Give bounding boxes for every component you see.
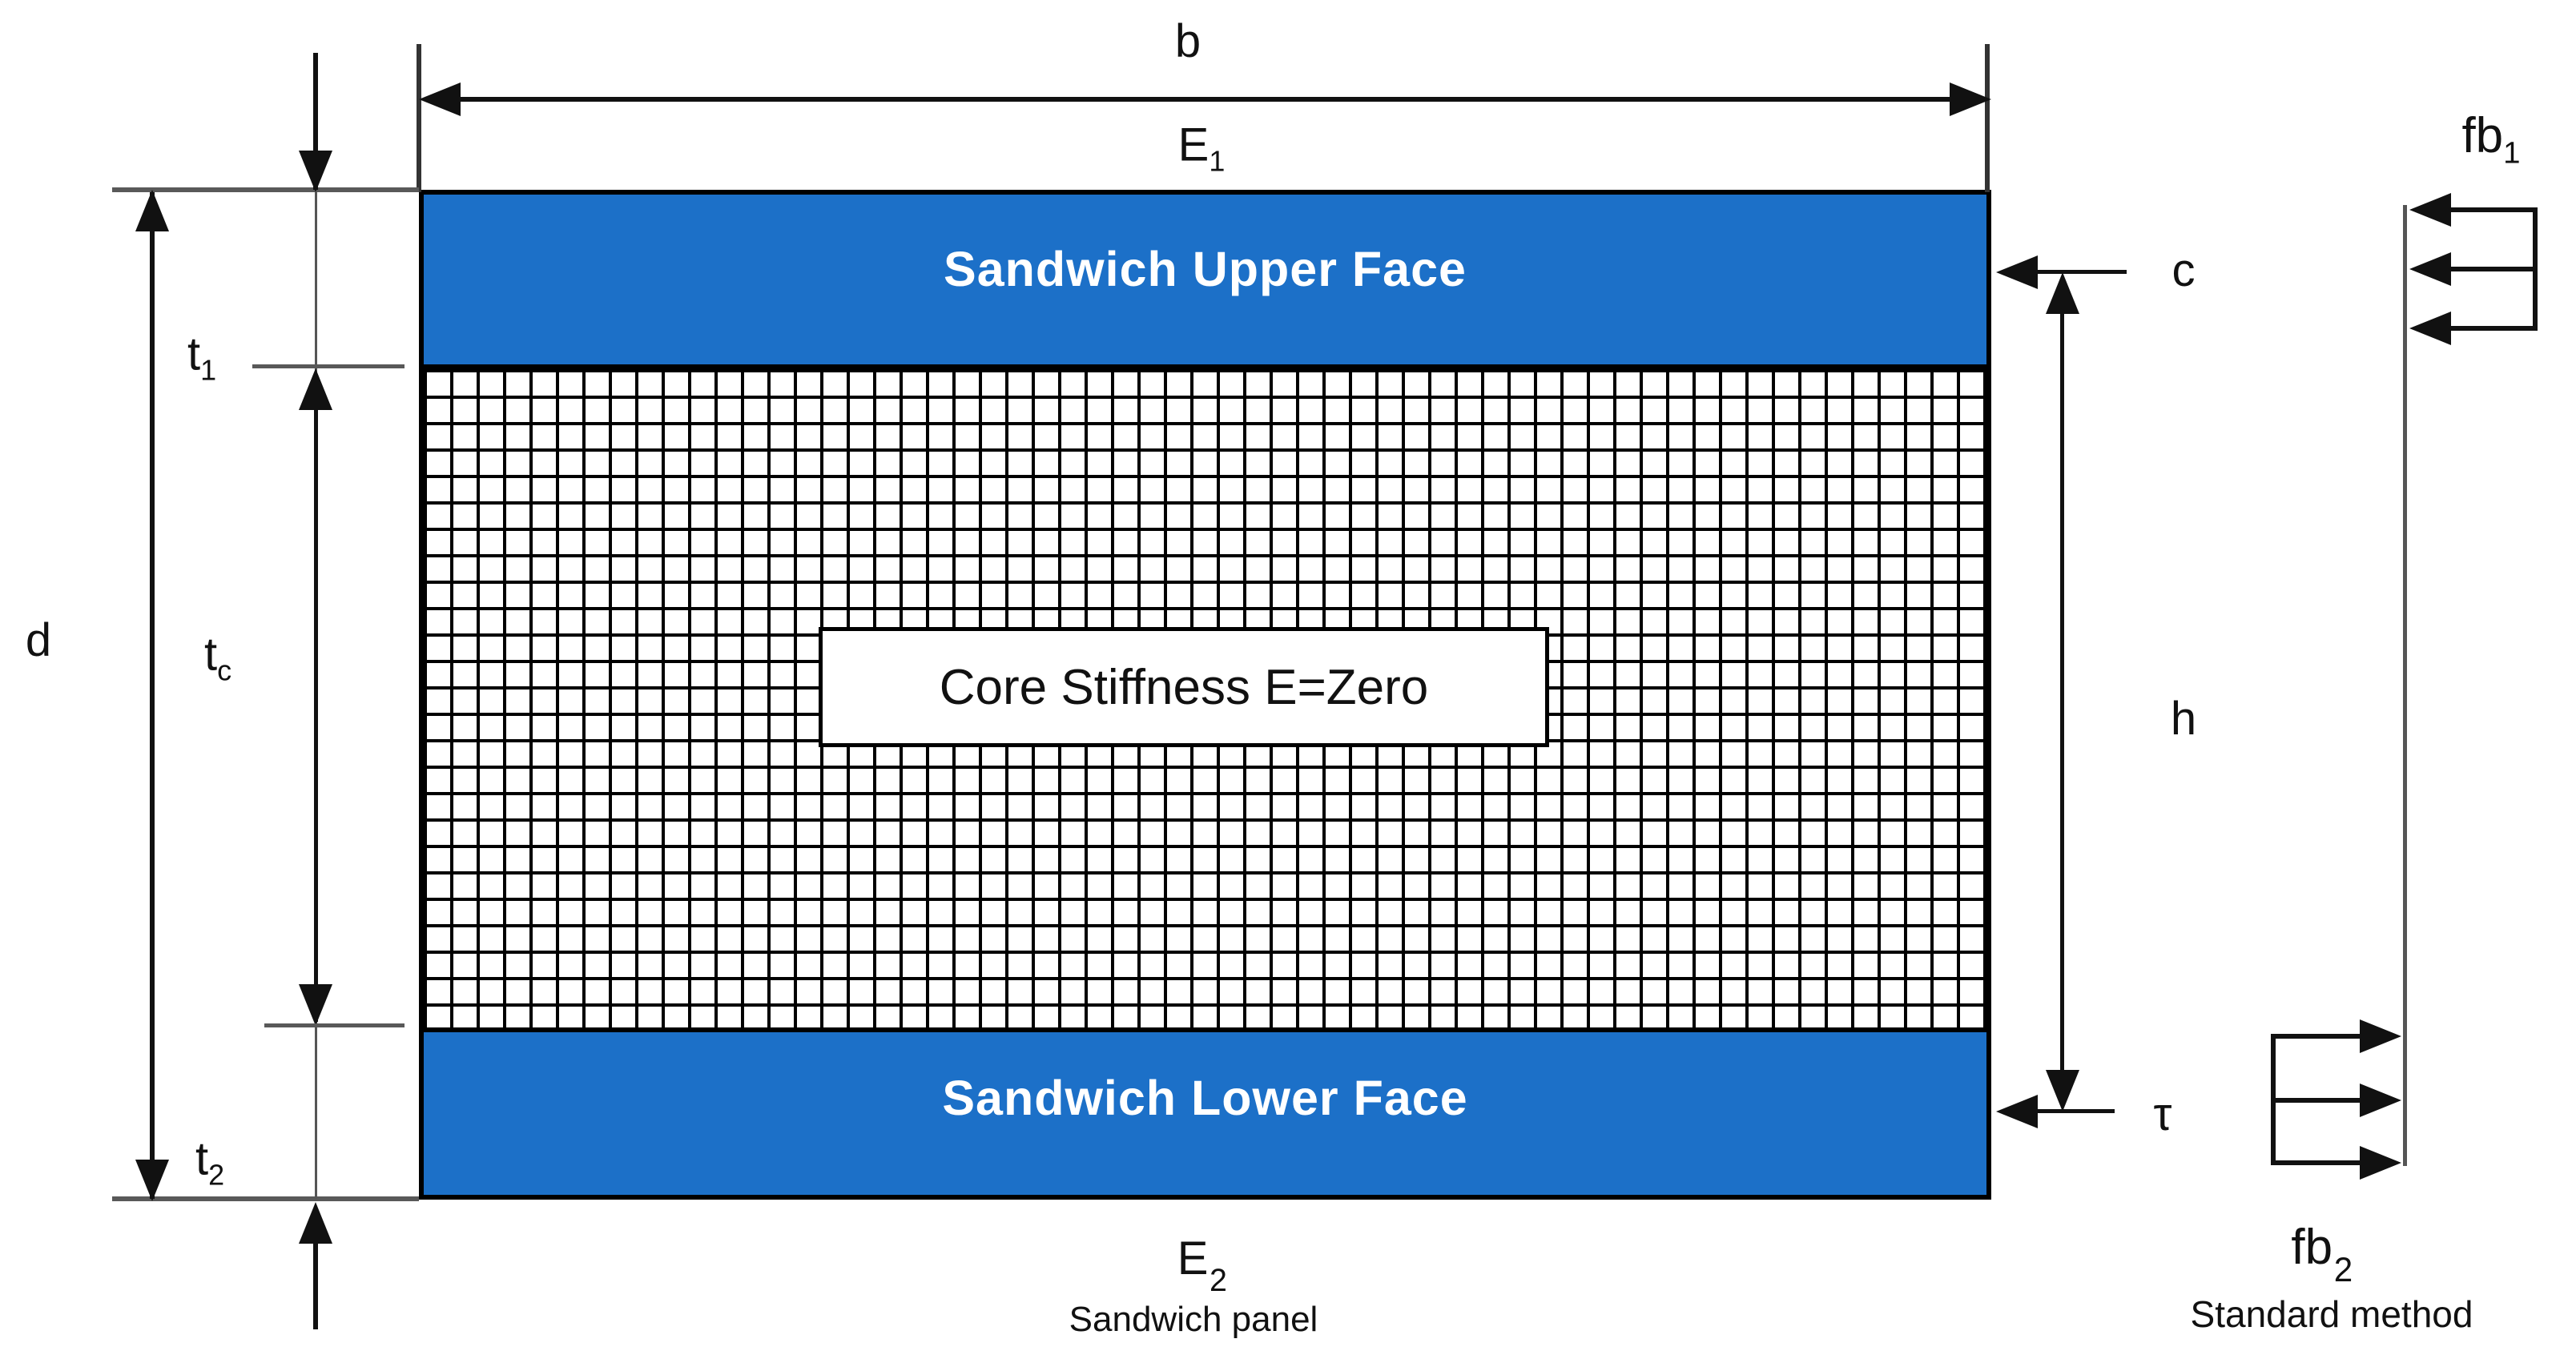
sandwich-lower-face: Sandwich Lower Face — [424, 1032, 1986, 1195]
t1-extension-line — [252, 364, 405, 368]
d-label: d — [25, 614, 52, 666]
fb1-arrow-icon-1 — [2409, 193, 2451, 227]
d-arrow-up-icon — [135, 190, 169, 231]
e2-label: E2 — [1177, 1232, 1227, 1298]
tc-label: tc — [203, 628, 232, 687]
lower-face-label: Sandwich Lower Face — [942, 1070, 1468, 1125]
tc-dimension-line — [314, 375, 318, 1022]
sandwich-upper-face: Sandwich Upper Face — [424, 195, 1986, 364]
t1-outside-arrow-line — [313, 53, 318, 190]
tau-label: τ — [2153, 1088, 2172, 1140]
t2-arrow-up-icon — [299, 1202, 332, 1244]
fb1-arrow-line-3 — [2447, 326, 2538, 331]
fb1-arrow-line-1 — [2447, 207, 2538, 212]
d-dimension-line — [150, 192, 155, 1199]
h-dimension-line — [2060, 279, 2064, 1105]
tc-extension-line — [264, 1023, 405, 1027]
t2-label: t2 — [195, 1132, 225, 1192]
core-stiffness-box: Core Stiffness E=Zero — [819, 627, 1549, 747]
h-arrow-up-icon — [2046, 272, 2079, 314]
fb2-arrow-icon-3 — [2360, 1146, 2401, 1180]
t1-label: t1 — [187, 328, 217, 387]
tc-arrow-up-icon — [299, 368, 332, 410]
core-stiffness-label: Core Stiffness E=Zero — [939, 659, 1429, 715]
b-extension-right — [1985, 44, 1990, 192]
b-label: b — [1174, 15, 1201, 67]
fb1-arrow-icon-2 — [2409, 252, 2451, 286]
standard-method-caption: Standard method — [2190, 1293, 2473, 1335]
b-arrow-right-icon — [1950, 82, 1991, 116]
fb2-arrow-icon-1 — [2360, 1019, 2401, 1053]
t2-outside-arrow-line — [313, 1209, 318, 1329]
b-arrow-left-icon — [419, 82, 461, 116]
fb1-tail-line — [2533, 207, 2538, 331]
d-extension-bottom — [112, 1196, 419, 1201]
tau-arrow-line — [2035, 1109, 2115, 1113]
c-arrow-icon — [1996, 255, 2038, 289]
upper-face-label: Sandwich Upper Face — [944, 242, 1467, 296]
fb2-arrow-icon-2 — [2360, 1084, 2401, 1117]
t1-arrow-down-icon — [299, 151, 332, 192]
fb1-label: fb1 — [2461, 108, 2521, 171]
stress-axis-line — [2403, 205, 2407, 1166]
fb1-arrow-icon-3 — [2409, 312, 2451, 345]
b-extension-left — [417, 44, 421, 192]
b-dimension-line — [437, 97, 1962, 102]
fb2-arrow-line-1 — [2273, 1034, 2369, 1039]
fb2-arrow-line-3 — [2273, 1160, 2369, 1165]
tc-arrow-down-icon — [299, 984, 332, 1026]
fb2-arrow-line-2 — [2273, 1098, 2369, 1103]
d-extension-top — [112, 187, 419, 192]
fb1-arrow-line-2 — [2447, 267, 2538, 271]
d-arrow-down-icon — [135, 1160, 169, 1201]
c-label: c — [2171, 244, 2196, 296]
tau-arrow-icon — [1996, 1095, 2038, 1128]
fb2-tail-line — [2271, 1034, 2276, 1165]
h-label: h — [2170, 693, 2197, 745]
c-arrow-line — [2035, 270, 2127, 274]
sandwich-panel-caption: Sandwich panel — [1069, 1300, 1318, 1339]
fb2-label: fb2 — [2291, 1220, 2353, 1289]
h-arrow-down-icon — [2046, 1070, 2079, 1112]
e1-label: E1 — [1177, 119, 1226, 178]
